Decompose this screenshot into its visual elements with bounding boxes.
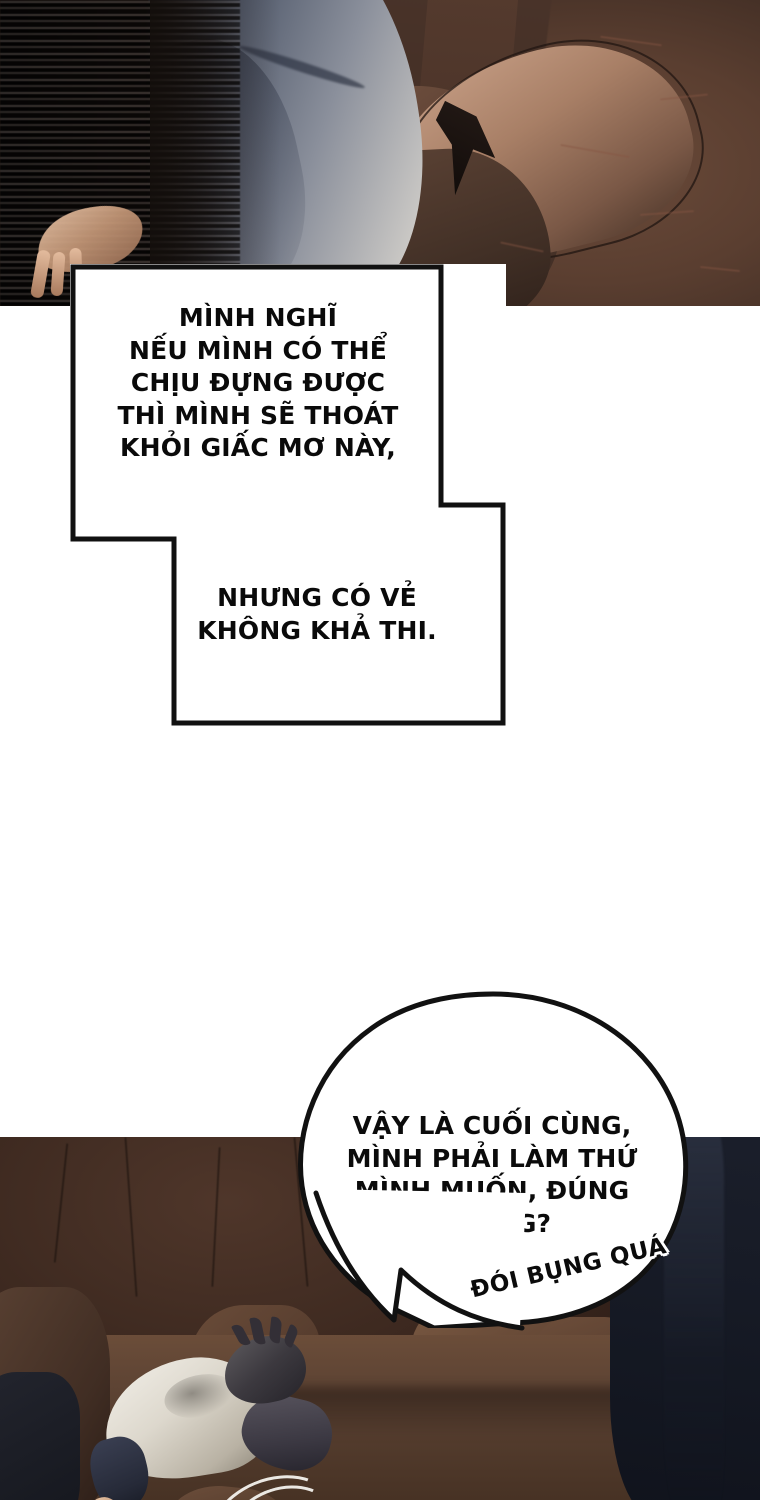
speech-bubble-text: VẬY LÀ CUỐI CÙNG, MÌNH PHẢI LÀM THỨ MÌNH… bbox=[346, 1111, 638, 1238]
narration-text-first: MÌNH NGHĨ NẾU MÌNH CÓ THỂ CHỊU ĐỰNG ĐƯỢC… bbox=[117, 303, 399, 462]
narration-box-outline bbox=[70, 264, 506, 726]
foreground-dark-shape bbox=[0, 1372, 80, 1500]
motion-blur-fade bbox=[150, 0, 280, 306]
character-hair-spike bbox=[230, 1322, 252, 1348]
narration-text-second: NHƯNG CÓ VẺ KHÔNG KHẢ THI. bbox=[197, 583, 437, 645]
panel-top-artwork bbox=[0, 0, 760, 306]
narration-caption-box: MÌNH NGHĨ NẾU MÌNH CÓ THỂ CHỊU ĐỰNG ĐƯỢC… bbox=[70, 264, 506, 726]
hunched-character bbox=[84, 1315, 357, 1500]
